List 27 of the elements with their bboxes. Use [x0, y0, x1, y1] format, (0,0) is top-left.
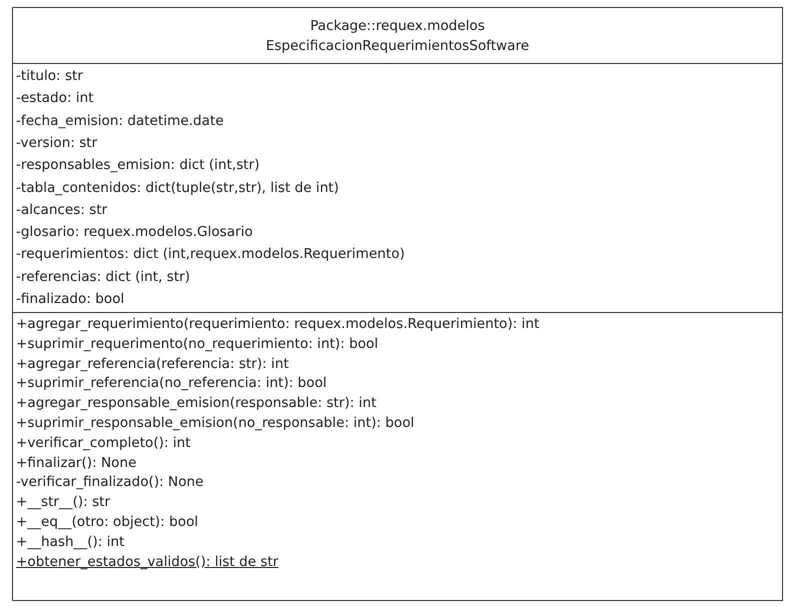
attribute-text: -requerimientos: dict (int,requex.modelos.Requerimento): [16, 245, 405, 264]
method-text: +agregar_requerimiento(requerimiento: requex.modelos.Requerimiento): int: [16, 315, 540, 334]
attribute-text: -finalizado: bool: [16, 290, 124, 309]
method-text: +__str__(): str: [16, 493, 110, 512]
method-text: +__eq__(otro: object): bool: [16, 513, 198, 532]
method-text: +verificar_completo(): int: [16, 434, 191, 453]
attribute-text: -alcances: str: [16, 200, 108, 220]
method-text: +suprimir_referencia(no_referencia: int): bool: [16, 374, 327, 394]
package-name: Package::requex.modelos: [309, 17, 486, 36]
method-text: +suprimir_requerimento(no_requerimiento: int): bool: [16, 334, 378, 354]
method-text: +__hash__(): int: [16, 532, 124, 552]
method-text: +finalizar(): None: [16, 454, 136, 473]
attribute-text: -referencias: dict (int, str): [16, 268, 190, 287]
method-text: +agregar_referencia(referencia: str): int: [16, 354, 289, 374]
attribute-text: -estado: int: [16, 89, 94, 108]
attribute-text: -glosario: requex.modelos.Glosario: [16, 223, 253, 242]
attribute-text: -titulo: str: [16, 67, 83, 86]
method-text: -verificar_finalizado(): None: [16, 473, 204, 492]
attribute-text: -tabla_contenidos: dict(tuple(str,str), list de int): [16, 178, 339, 198]
method-text: +agregar_responsable_emision(responsable: str): int: [16, 394, 376, 414]
class-box: [12, 7, 783, 601]
method-text: +suprimir_responsable_emision(no_responsable: int): bool: [16, 414, 414, 433]
class-name: EspecificacionRequerimientosSoftware: [264, 37, 530, 56]
attribute-text: -version: str: [16, 134, 98, 153]
method-text: +obtener_estados_validos(): list de str: [16, 552, 278, 572]
attribute-text: -fecha_emision: datetime.date: [16, 112, 224, 131]
attribute-text: -responsables_emision: dict (int,str): [16, 156, 260, 176]
